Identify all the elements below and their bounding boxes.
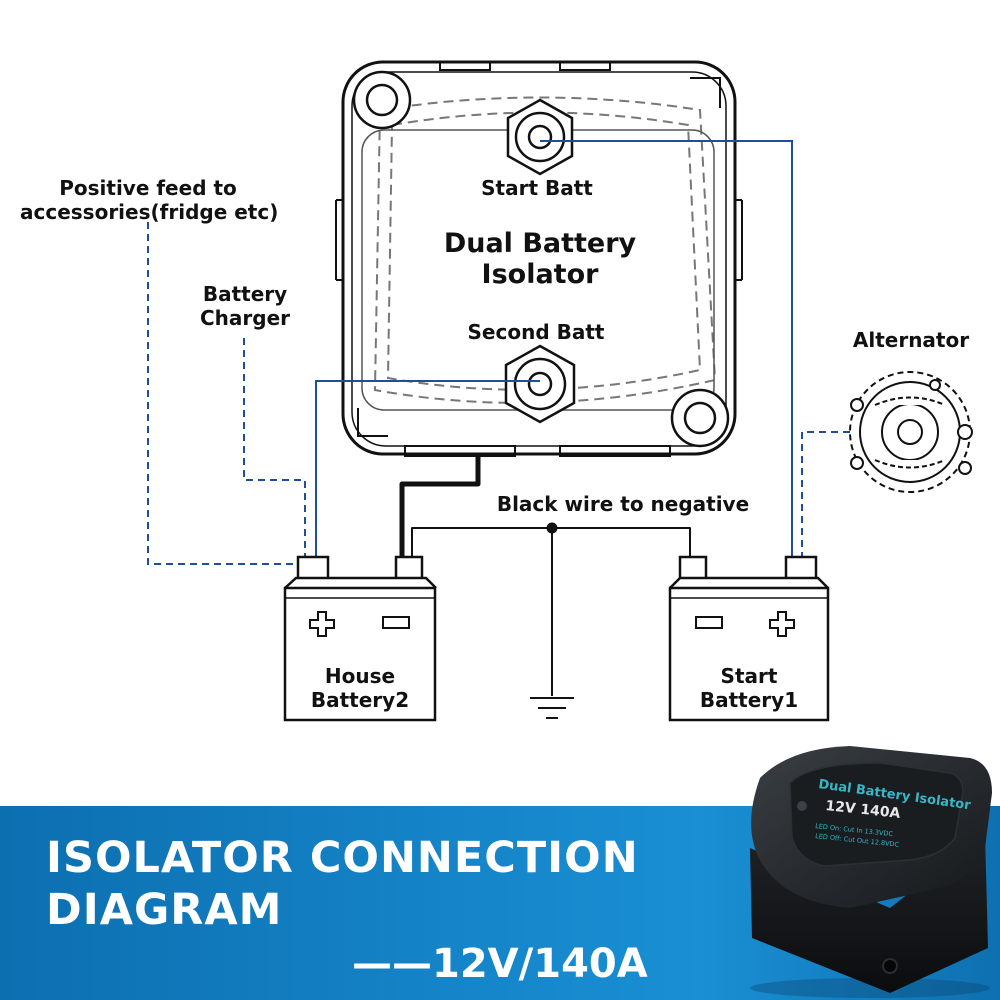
battery-charger-label: Battery Charger — [186, 282, 304, 330]
isolator-title: Dual Battery Isolator — [420, 228, 660, 290]
start-battery-line2: Battery1 — [699, 688, 799, 712]
product-photo: Dual Battery Isolator 12V 140A LED On: C… — [750, 746, 992, 998]
banner-title-line1: ISOLATOR CONNECTION — [46, 833, 639, 883]
isolator-title-line2: Isolator — [481, 259, 599, 290]
start-battery-label: Start Battery1 — [670, 664, 828, 712]
banner-title: ISOLATOR CONNECTION DIAGRAM — [46, 832, 639, 936]
house-battery-line1: House — [324, 664, 396, 688]
banner-title-line2: DIAGRAM — [46, 885, 283, 935]
product-led — [797, 801, 807, 811]
black-wires — [399, 454, 691, 696]
positive-feed-line1: Positive feed to — [59, 176, 237, 200]
black-wire-label: Black wire to negative — [496, 492, 750, 516]
product-shadow — [750, 978, 990, 998]
product-base — [750, 833, 988, 993]
isolator-title-line1: Dual Battery — [443, 228, 637, 259]
second-batt-terminal — [504, 344, 576, 424]
start-batt-label: Start Batt — [481, 176, 593, 200]
positive-feed-label: Positive feed to accessories(fridge etc) — [20, 176, 279, 224]
corner-tab-top-right — [690, 77, 721, 108]
house-battery — [283, 555, 437, 722]
alternator-label: Alternator — [852, 328, 970, 352]
product-rating: 12V 140A — [825, 798, 902, 822]
battery-charger-line2: Charger — [199, 306, 291, 330]
alternator — [849, 371, 973, 493]
house-battery-line2: Battery2 — [310, 688, 410, 712]
corner-bolt-top-left — [352, 70, 412, 130]
start-battery — [668, 555, 830, 722]
house-battery-label: House Battery2 — [285, 664, 435, 712]
start-batt-terminal — [506, 98, 574, 176]
blue-wires — [315, 140, 793, 557]
corner-bolt-bottom-right — [670, 388, 730, 448]
positive-feed-line2: accessories(fridge etc) — [20, 200, 279, 224]
second-batt-label: Second Batt — [467, 320, 605, 344]
dashed-wires — [147, 222, 850, 565]
corner-tab-bottom-left — [357, 408, 388, 437]
ground-symbol — [530, 697, 574, 719]
product-label-panel — [789, 762, 964, 867]
banner-subtitle: ——12V/140A — [352, 941, 648, 987]
start-battery-line1: Start — [720, 664, 778, 688]
product-mount-hole — [882, 958, 898, 974]
battery-charger-line1: Battery — [202, 282, 288, 306]
